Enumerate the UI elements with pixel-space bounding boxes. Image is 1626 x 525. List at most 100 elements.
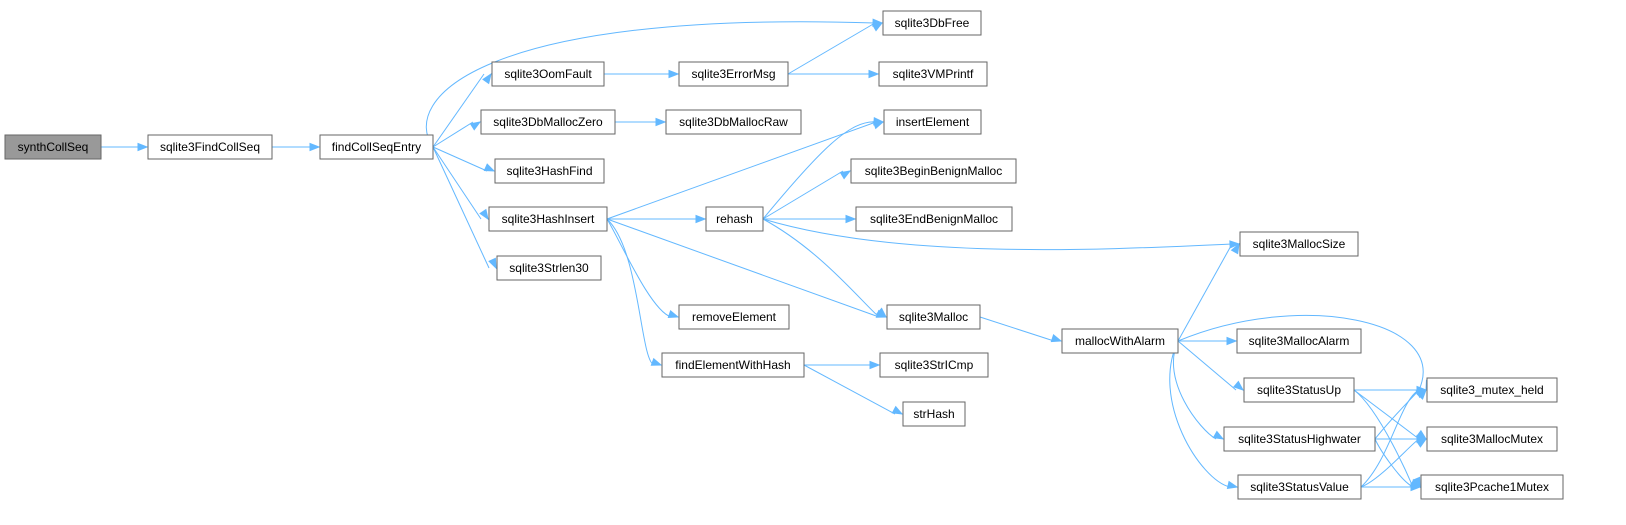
node-sqlite3error-msg[interactable]: sqlite3ErrorMsg — [678, 61, 789, 87]
node-sqlite3vmprintf[interactable]: sqlite3VMPrintf — [878, 61, 988, 87]
node-sqlite3hash-find[interactable]: sqlite3HashFind — [494, 158, 605, 184]
node-sqlite3status-highwater[interactable]: sqlite3StatusHighwater — [1223, 426, 1376, 452]
arrowhead-sqlite3find-coll-seq-to-find-coll-seq-entry — [309, 142, 321, 152]
node-box-sqlite3malloc-mutex — [1426, 426, 1558, 452]
node-sqlite3strlen30[interactable]: sqlite3Strlen30 — [496, 255, 602, 281]
edge-sqlite3status-highwater-to-sqlite3-mutex-held — [1374, 389, 1420, 440]
arrowhead-malloc-with-alarm-to-sqlite3status-highwater — [1212, 430, 1225, 440]
node-str-hash[interactable]: strHash — [902, 401, 966, 427]
node-sqlite3status-value[interactable]: sqlite3StatusValue — [1237, 474, 1362, 500]
node-label-sqlite3db-malloc-zero: sqlite3DbMallocZero — [493, 115, 603, 129]
arrowhead-find-coll-seq-entry-to-sqlite3db-malloc-zero — [469, 121, 482, 131]
node-label-sqlite3begin-benign-malloc: sqlite3BeginBenignMalloc — [865, 164, 1002, 178]
node-sqlite3begin-benign-malloc[interactable]: sqlite3BeginBenignMalloc — [850, 158, 1017, 184]
node-sqlite3malloc[interactable]: sqlite3Malloc — [886, 304, 981, 330]
arrowhead-sqlite3status-value-to-sqlite3-mutex-held — [1415, 389, 1428, 399]
node-label-sqlite3hash-insert: sqlite3HashInsert — [502, 212, 595, 226]
node-sqlite3malloc-alarm[interactable]: sqlite3MallocAlarm — [1236, 328, 1362, 354]
node-box-sqlite3str-icmp — [879, 352, 989, 378]
node-box-sqlite3end-benign-malloc — [855, 206, 1013, 232]
node-label-sqlite3db-free: sqlite3DbFree — [895, 16, 970, 30]
arrowhead-sqlite3hash-insert-to-find-element-with-hash — [650, 357, 663, 366]
node-box-insert-element — [883, 109, 982, 135]
node-label-sqlite3end-benign-malloc: sqlite3EndBenignMalloc — [870, 212, 998, 226]
node-sqlite3db-malloc-zero[interactable]: sqlite3DbMallocZero — [480, 109, 616, 135]
node-sqlite3db-free[interactable]: sqlite3DbFree — [882, 10, 982, 36]
node-sqlite3find-coll-seq[interactable]: sqlite3FindCollSeq — [147, 134, 273, 160]
node-sqlite3end-benign-malloc[interactable]: sqlite3EndBenignMalloc — [855, 206, 1013, 232]
arrowhead-rehash-to-sqlite3malloc-size — [1229, 240, 1241, 249]
arrowhead-rehash-to-sqlite3begin-benign-malloc — [839, 170, 852, 180]
arrowhead-malloc-with-alarm-to-sqlite3status-up — [1233, 380, 1245, 391]
edge-malloc-with-alarm-to-sqlite3status-value — [1169, 340, 1231, 488]
node-box-sqlite3error-msg — [678, 61, 789, 87]
node-box-sqlite3begin-benign-malloc — [850, 158, 1017, 184]
node-find-element-with-hash[interactable]: findElementWithHash — [661, 352, 805, 378]
edge-layer — [101, 18, 1434, 492]
node-sqlite3malloc-mutex[interactable]: sqlite3MallocMutex — [1426, 426, 1558, 452]
arrowhead-sqlite3status-value-to-sqlite3pcache1mutex — [1410, 482, 1422, 492]
node-rehash[interactable]: rehash — [705, 206, 764, 232]
node-box-sqlite3status-up — [1243, 377, 1355, 403]
node-label-sqlite3-mutex-held: sqlite3_mutex_held — [1440, 383, 1543, 397]
arrowhead-sqlite3oom-fault-to-sqlite3error-msg — [668, 69, 680, 79]
node-sqlite3str-icmp[interactable]: sqlite3StrICmp — [879, 352, 989, 378]
node-box-sqlite3status-value — [1237, 474, 1362, 500]
node-malloc-with-alarm[interactable]: mallocWithAlarm — [1061, 328, 1179, 354]
node-box-sqlite3hash-find — [494, 158, 605, 184]
node-label-sqlite3status-highwater: sqlite3StatusHighwater — [1238, 432, 1361, 446]
node-box-sqlite3malloc — [886, 304, 981, 330]
arrowhead-malloc-with-alarm-to-sqlite3malloc-alarm — [1226, 336, 1238, 346]
edge-find-coll-seq-entry-to-sqlite3hash-insert — [432, 146, 482, 220]
node-sqlite3status-up[interactable]: sqlite3StatusUp — [1243, 377, 1355, 403]
node-label-sqlite3strlen30: sqlite3Strlen30 — [509, 261, 589, 275]
node-remove-element[interactable]: removeElement — [678, 304, 790, 330]
node-label-remove-element: removeElement — [692, 310, 777, 324]
arrowhead-malloc-with-alarm-to-sqlite3malloc-size — [1230, 242, 1240, 255]
node-label-sqlite3malloc-mutex: sqlite3MallocMutex — [1441, 432, 1543, 446]
node-sqlite3malloc-size[interactable]: sqlite3MallocSize — [1239, 231, 1359, 257]
node-label-rehash: rehash — [716, 212, 753, 226]
node-sqlite3-mutex-held[interactable]: sqlite3_mutex_held — [1426, 377, 1558, 403]
node-box-sqlite3vmprintf — [878, 61, 988, 87]
arrowhead-sqlite3hash-insert-to-remove-element — [667, 309, 680, 319]
node-sqlite3oom-fault[interactable]: sqlite3OomFault — [491, 61, 605, 87]
edge-sqlite3error-msg-to-sqlite3db-free — [787, 22, 876, 75]
node-label-sqlite3malloc: sqlite3Malloc — [899, 310, 968, 324]
node-box-synth-coll-seq — [4, 134, 102, 160]
node-sqlite3pcache1mutex[interactable]: sqlite3Pcache1Mutex — [1420, 474, 1564, 500]
node-box-rehash — [705, 206, 764, 232]
node-box-sqlite3db-malloc-raw — [665, 109, 802, 135]
node-insert-element[interactable]: insertElement — [883, 109, 982, 135]
edge-rehash-to-sqlite3malloc-size — [762, 218, 1233, 251]
node-box-sqlite3hash-insert — [488, 206, 608, 232]
node-find-coll-seq-entry[interactable]: findCollSeqEntry — [319, 134, 434, 160]
node-box-sqlite3oom-fault — [491, 61, 605, 87]
arrowhead-find-coll-seq-entry-to-sqlite3strlen30 — [488, 257, 497, 270]
edge-malloc-with-alarm-to-sqlite3malloc-size — [1177, 243, 1233, 342]
arrowhead-sqlite3malloc-to-malloc-with-alarm — [1050, 334, 1063, 343]
node-label-insert-element: insertElement — [896, 115, 970, 129]
node-label-sqlite3db-malloc-raw: sqlite3DbMallocRaw — [679, 115, 788, 129]
edge-find-coll-seq-entry-to-sqlite3oom-fault — [432, 73, 485, 148]
arrowhead-sqlite3status-value-to-sqlite3malloc-mutex — [1415, 438, 1428, 448]
node-sqlite3db-malloc-raw[interactable]: sqlite3DbMallocRaw — [665, 109, 802, 135]
node-synth-coll-seq[interactable]: synthCollSeq — [4, 134, 102, 160]
arrowhead-find-element-with-hash-to-str-hash — [891, 405, 904, 415]
node-box-sqlite3pcache1mutex — [1420, 474, 1564, 500]
arrowhead-find-coll-seq-entry-to-sqlite3oom-fault — [482, 72, 492, 85]
node-label-synth-coll-seq: synthCollSeq — [18, 140, 89, 154]
edge-sqlite3hash-insert-to-sqlite3malloc — [606, 218, 880, 318]
arrowhead-sqlite3db-malloc-zero-to-sqlite3db-malloc-raw — [655, 117, 667, 127]
arrowhead-rehash-to-sqlite3malloc — [876, 307, 888, 318]
arrowhead-sqlite3hash-insert-to-rehash — [695, 214, 707, 224]
node-label-sqlite3find-coll-seq: sqlite3FindCollSeq — [160, 140, 260, 154]
node-sqlite3hash-insert[interactable]: sqlite3HashInsert — [488, 206, 608, 232]
node-box-sqlite3strlen30 — [496, 255, 602, 281]
edge-sqlite3hash-insert-to-remove-element — [606, 218, 672, 318]
edge-sqlite3hash-insert-to-insert-element — [606, 121, 877, 220]
edge-find-coll-seq-entry-to-sqlite3db-malloc-zero — [432, 121, 474, 148]
edge-sqlite3hash-insert-to-find-element-with-hash — [606, 218, 655, 366]
arrowhead-synth-coll-seq-to-sqlite3find-coll-seq — [137, 142, 149, 152]
